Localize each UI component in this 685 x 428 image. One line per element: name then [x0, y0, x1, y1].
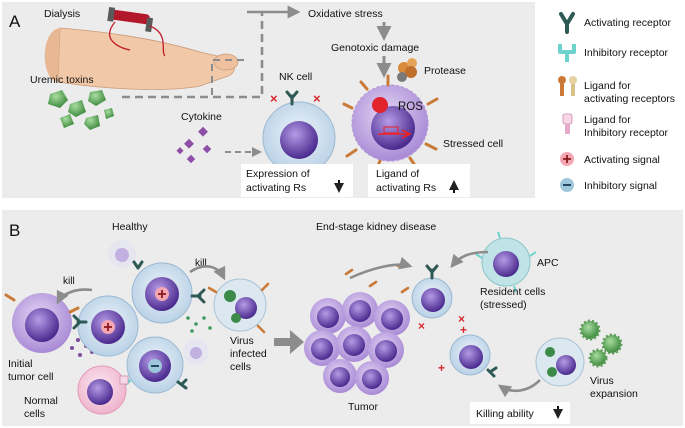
virus-particles	[579, 319, 623, 368]
stressed-cell	[342, 74, 439, 172]
kill-right-arrow	[189, 265, 226, 281]
legend-label-activating-signal: Activating signal	[584, 154, 660, 166]
dialysis-label: Dialysis	[44, 8, 80, 20]
legend: Activating receptor Inhibitory receptor …	[558, 12, 675, 192]
virus-expansion-label-1: Virus	[590, 375, 614, 387]
nk-cell-eskd-bottom	[449, 334, 498, 378]
healthy-label: Healthy	[112, 221, 148, 233]
apc-arrow	[450, 250, 489, 269]
virus-infected-cell	[207, 278, 270, 334]
shedding-arrow	[349, 256, 413, 280]
nk-cell-label: NK cell	[279, 71, 312, 83]
kill-left-arrow	[56, 288, 93, 305]
tumor-mass	[304, 292, 410, 395]
normal-cells-label-2: cells	[24, 408, 45, 420]
oxidative-stress-label: Oxidative stress	[308, 8, 383, 20]
red-plus-eskd-1: +	[460, 323, 467, 337]
nk-cell-healthy-left	[72, 295, 139, 357]
virus-infected-cell-eskd	[535, 337, 585, 387]
cytokine-particles	[176, 126, 212, 164]
legend-label-inhibitory-ligand-2: Inhibitory receptor	[584, 127, 669, 139]
transition-arrow	[274, 330, 304, 354]
virus-return-arrow	[497, 379, 541, 398]
killing-ability-label: Killing ability	[476, 408, 535, 420]
protease-icon	[397, 58, 417, 82]
uremic-toxins-label: Uremic toxins	[30, 74, 94, 86]
nk-cell-panel-a	[262, 90, 336, 175]
red-cross-nk-left: ×	[270, 91, 278, 106]
expression-label-line2: activating Rs	[246, 182, 306, 194]
normal-cells-label-1: Normal	[24, 395, 58, 407]
uremic-toxin-particles	[48, 90, 114, 130]
panel-a-connectors	[122, 5, 392, 157]
resident-cells-label-2: (stressed)	[480, 299, 527, 311]
expression-box: Expression of activating Rs	[241, 164, 353, 197]
activating-ligand-icon	[558, 76, 577, 96]
legend-label-activating-ligand-1: Ligand for	[584, 80, 631, 92]
genotoxic-damage-label: Genotoxic damage	[331, 42, 419, 54]
virus-infected-label-3: cells	[230, 361, 251, 373]
initial-tumor-label-1: Initial	[8, 358, 33, 370]
initial-tumor-label-2: tumor cell	[8, 371, 54, 383]
stressed-cell-label: Stressed cell	[443, 138, 503, 150]
inhibitory-receptor-icon	[558, 44, 576, 62]
virus-infected-label-1: Virus	[230, 335, 254, 347]
ligand-label-line1: Ligand of	[376, 168, 419, 180]
nk-cell-healthy-center	[131, 260, 206, 324]
legend-label-activating-ligand-2: activating receptors	[584, 93, 675, 105]
apc-cell	[475, 231, 537, 293]
activating-signal-icon	[560, 152, 574, 166]
resident-cells-label-1: Resident cells	[480, 286, 545, 298]
initial-tumor-cell	[4, 293, 80, 353]
kill-right-label: kill	[195, 258, 207, 269]
ligand-box: Ligand of activating Rs	[368, 164, 470, 197]
expression-label-line1: Expression of	[246, 168, 310, 180]
killing-ability-box: Killing ability	[470, 402, 570, 424]
tumor-label: Tumor	[348, 401, 378, 413]
panel-b-letter: B	[9, 221, 20, 240]
legend-label-inhibitory-signal: Inhibitory signal	[584, 180, 657, 192]
inhibitory-ligand-icon	[562, 113, 573, 134]
ligand-label-line2: activating Rs	[376, 182, 436, 194]
legend-label-inhibitory-ligand-1: Ligand for	[584, 114, 631, 126]
red-cross-nk-right: ×	[313, 91, 321, 106]
dialysis-arm-illustration	[44, 7, 239, 90]
nk-cell-healthy-inhibited	[120, 336, 188, 394]
legend-label-inhibitory-receptor: Inhibitory receptor	[584, 47, 669, 59]
eskd-label: End-stage kidney disease	[316, 221, 436, 233]
protease-label: Protease	[424, 65, 466, 77]
red-cross-eskd-1: ×	[418, 319, 425, 333]
apc-label: APC	[537, 257, 559, 269]
virus-expansion-label-2: expansion	[590, 388, 638, 400]
red-plus-eskd-2: +	[438, 361, 445, 375]
kill-left-label: kill	[63, 276, 75, 287]
small-immune-cell-top	[108, 240, 136, 268]
legend-label-activating-receptor: Activating receptor	[584, 17, 671, 29]
inhibitory-signal-icon	[560, 178, 574, 192]
small-immune-cell-right	[183, 339, 209, 365]
cytokine-label: Cytokine	[181, 111, 222, 123]
virus-infected-label-2: infected	[230, 348, 267, 360]
activating-receptor-icon	[559, 12, 575, 34]
red-cross-eskd-2: ×	[458, 312, 465, 326]
panel-a-letter: A	[9, 12, 21, 31]
ros-label: ROS	[398, 101, 423, 113]
normal-cell	[77, 365, 129, 415]
nk-cell-eskd-top	[411, 264, 453, 319]
